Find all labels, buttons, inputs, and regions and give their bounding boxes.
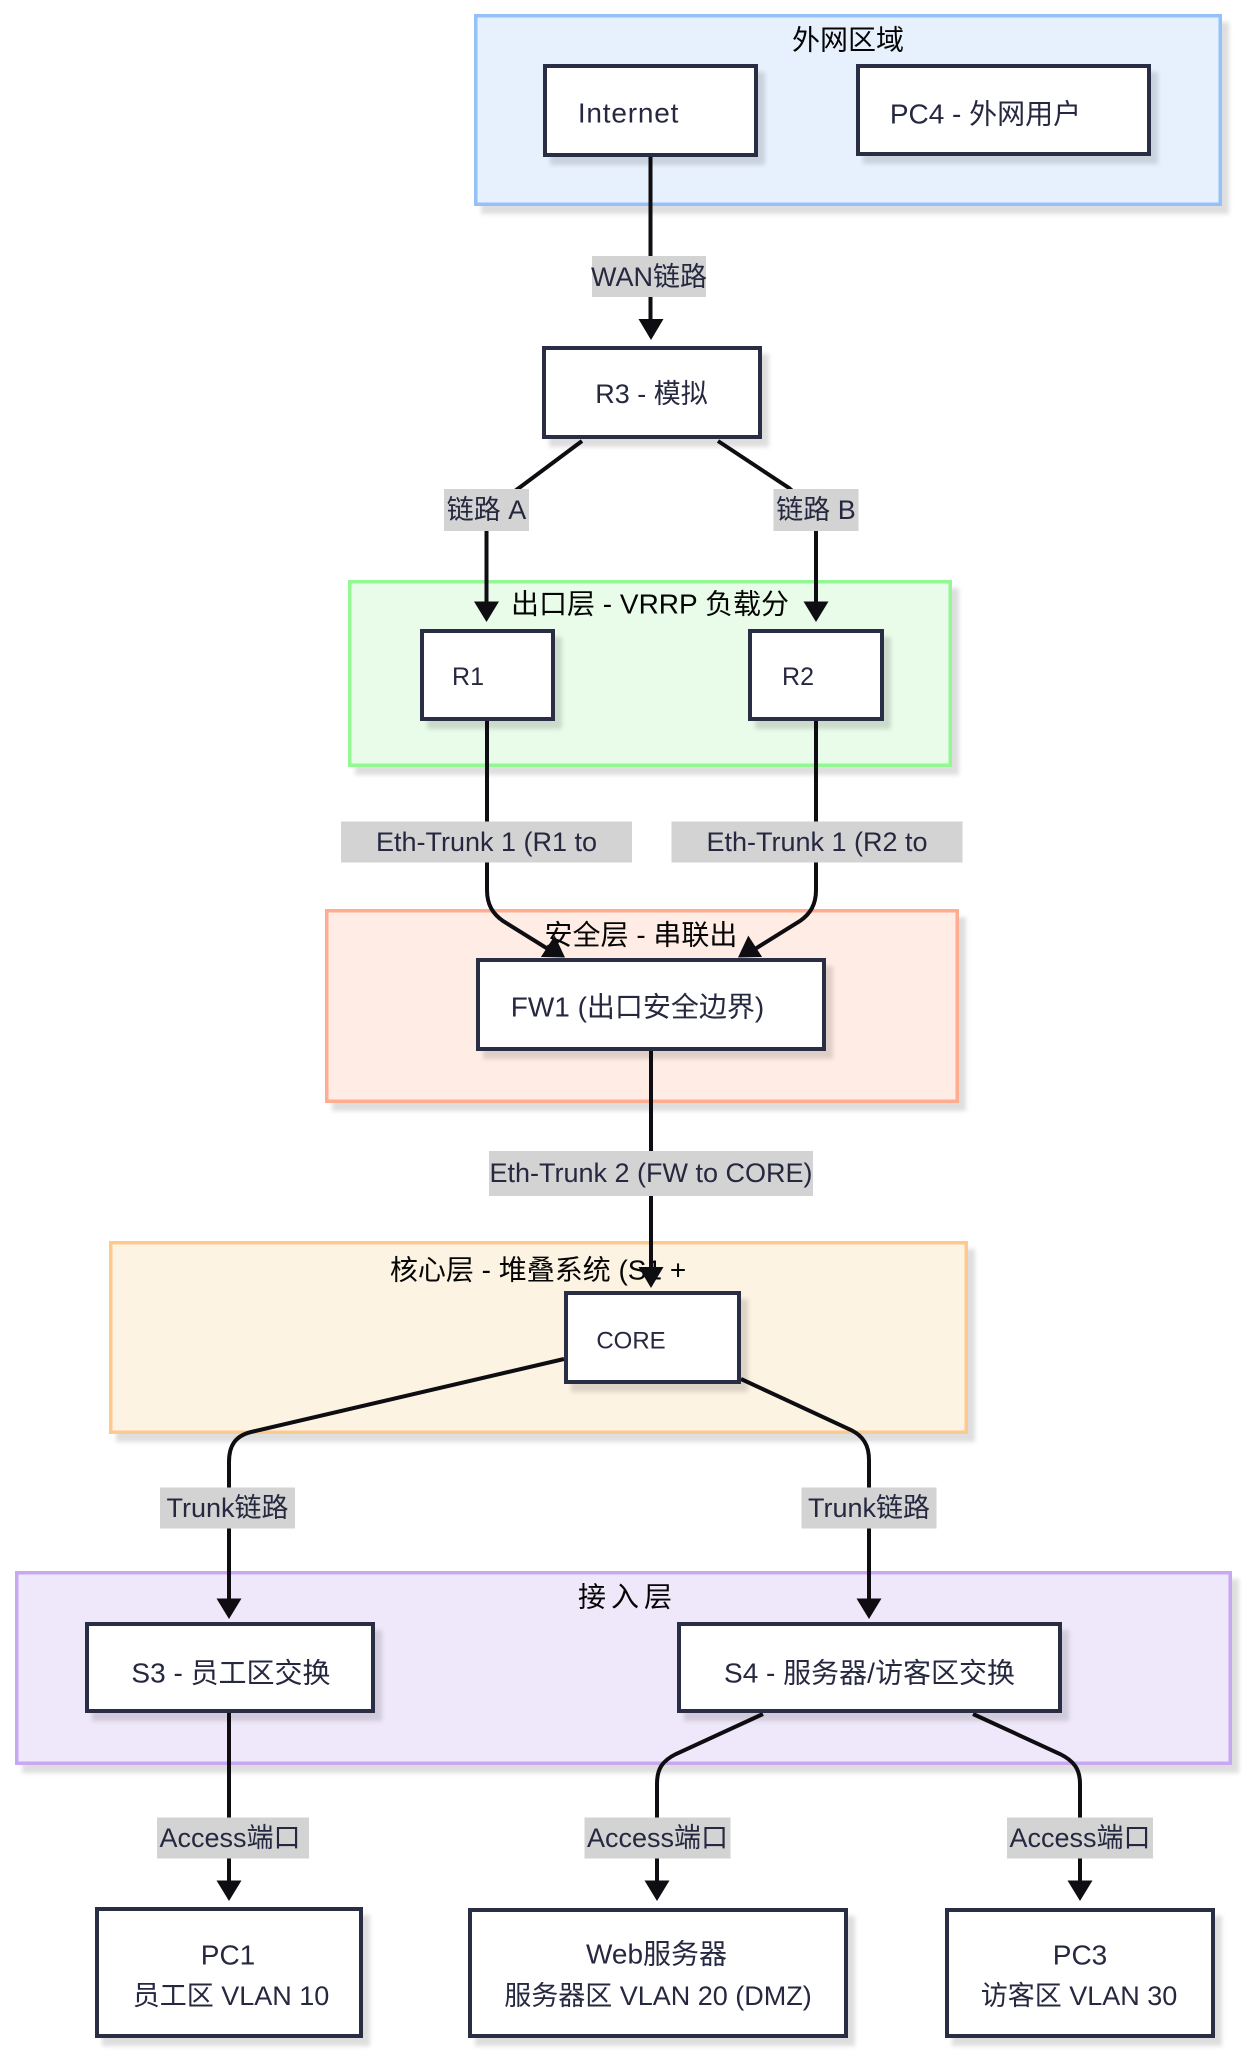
svg-text:访客区 VLAN 30: 访客区 VLAN 30 <box>981 1981 1178 2011</box>
svg-text:PC1: PC1 <box>201 1940 255 1971</box>
svg-text:S4 - 服务器/访客区交换: S4 - 服务器/访客区交换 <box>724 1658 1015 1689</box>
svg-text:Internet: Internet <box>578 98 679 129</box>
svg-text:接入层: 接入层 <box>578 1582 672 1613</box>
svg-text:R2: R2 <box>782 663 814 691</box>
svg-text:出口层 - VRRP 负载分: 出口层 - VRRP 负载分 <box>511 589 789 620</box>
svg-text:Web服务器: Web服务器 <box>586 1939 727 1970</box>
svg-text:安全层 - 串联出: 安全层 - 串联出 <box>545 920 738 951</box>
svg-text:员工区 VLAN 10: 员工区 VLAN 10 <box>133 1981 330 2011</box>
svg-text:Access端口: Access端口 <box>1009 1823 1150 1853</box>
svg-text:WAN链路: WAN链路 <box>591 262 707 292</box>
svg-text:链路 B: 链路 B <box>776 495 856 525</box>
svg-text:R3 - 模拟: R3 - 模拟 <box>595 379 708 409</box>
svg-text:CORE: CORE <box>596 1328 665 1355</box>
svg-text:Eth-Trunk 1 (R1 to: Eth-Trunk 1 (R1 to <box>376 827 597 857</box>
svg-text:服务器区 VLAN 20 (DMZ): 服务器区 VLAN 20 (DMZ) <box>504 1981 812 2011</box>
svg-text:R1: R1 <box>452 663 484 691</box>
svg-text:链路 A: 链路 A <box>447 495 527 525</box>
svg-text:Trunk链路: Trunk链路 <box>808 1493 930 1523</box>
svg-text:Access端口: Access端口 <box>587 1823 728 1853</box>
svg-text:PC3: PC3 <box>1053 1940 1107 1971</box>
svg-text:PC4 - 外网用户: PC4 - 外网用户 <box>890 99 1081 130</box>
svg-text:Eth-Trunk 2 (FW to CORE): Eth-Trunk 2 (FW to CORE) <box>489 1158 812 1188</box>
svg-text:核心层 - 堆叠系统 (S1 +: 核心层 - 堆叠系统 (S1 + <box>390 1255 686 1286</box>
svg-text:Trunk链路: Trunk链路 <box>166 1493 288 1523</box>
svg-text:Eth-Trunk 1 (R2 to: Eth-Trunk 1 (R2 to <box>706 827 927 857</box>
svg-text:Access端口: Access端口 <box>159 1823 300 1853</box>
svg-text:外网区域: 外网区域 <box>792 25 904 56</box>
svg-text:S3 - 员工区交换: S3 - 员工区交换 <box>131 1658 330 1689</box>
svg-text:FW1 (出口安全边界): FW1 (出口安全边界) <box>511 992 765 1023</box>
